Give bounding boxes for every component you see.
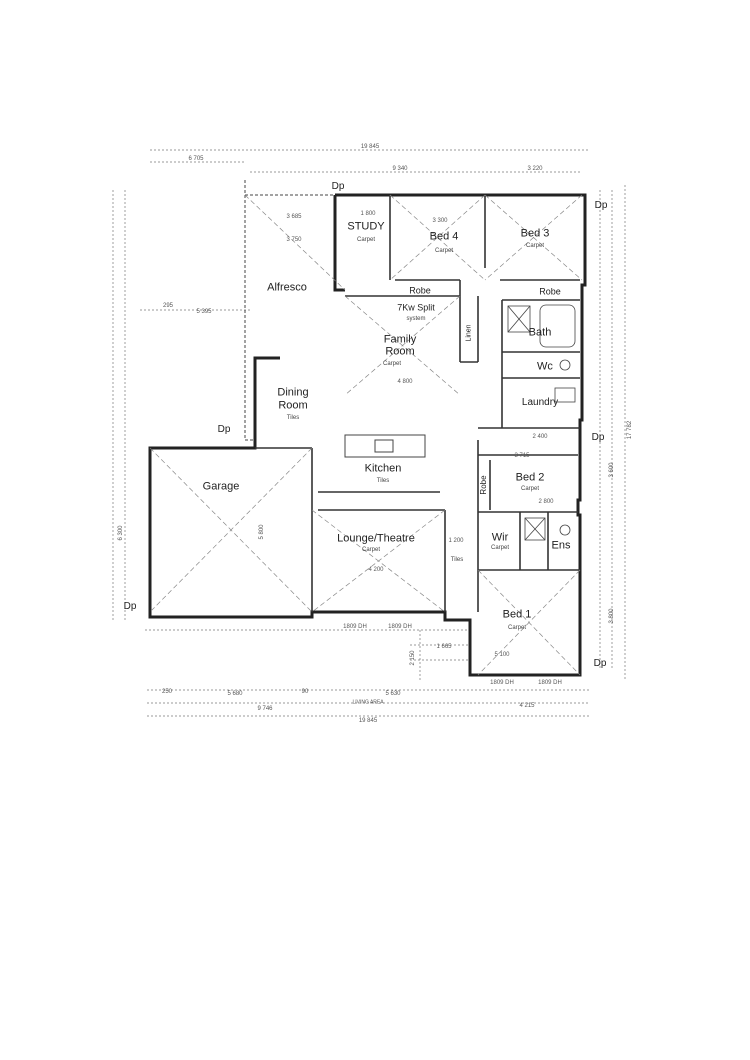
room-label-bed1: Bed 1 xyxy=(502,608,532,621)
dim-wir-width: 1 200 xyxy=(448,538,464,544)
dim-left-295: 295 xyxy=(162,303,174,309)
room-label-wc: Wc xyxy=(537,360,553,373)
dim-2150: 2 150 xyxy=(410,650,416,666)
dim-top-mid: 9 340 xyxy=(392,166,408,172)
dim-top-right: 3 220 xyxy=(527,166,543,172)
room-finish-bed1: Carpet xyxy=(507,625,527,631)
dim-bed1-width: 5 100 xyxy=(494,652,510,658)
room-finish-bed4: Carpet xyxy=(434,248,454,254)
room-label-wir: Wir xyxy=(491,531,509,544)
dim-bed2-width: 3 715 xyxy=(514,453,530,459)
alfresco-outline xyxy=(244,180,335,441)
room-label-study: STUDY xyxy=(347,220,385,233)
dim-alfresco-width-2: 3 750 xyxy=(286,237,302,243)
outer-walls xyxy=(148,193,587,677)
dim-alfresco-width: 3 685 xyxy=(286,214,302,220)
label-split-system: 7Kw Split xyxy=(397,302,435,313)
dim-bottom-4215: 4 215 xyxy=(519,703,535,709)
dim-bottom-5680: 5 680 xyxy=(227,691,243,697)
room-label-laundry: Laundry xyxy=(521,397,559,408)
dim-top-left: 6 705 xyxy=(188,156,204,162)
room-label-robe-bed2: Robe xyxy=(479,475,488,495)
dim-overall-top: 19 845 xyxy=(360,144,380,150)
dim-window-1: 1809 DH xyxy=(343,624,367,630)
dim-garage-depth: 5 800 xyxy=(259,524,265,540)
dim-window-2: 1809 DH xyxy=(388,624,412,630)
wet-area-fixtures xyxy=(507,304,576,541)
dp-marker-right-top: Dp xyxy=(594,200,608,211)
dim-laundry-width: 2 400 xyxy=(532,434,548,440)
dim-bed4-width: 3 300 xyxy=(432,218,448,224)
dp-marker-left-bottom: Dp xyxy=(123,601,137,612)
label-split-system-sub: system xyxy=(406,316,426,322)
room-label-bath: Bath xyxy=(528,326,552,339)
room-label-kitchen: Kitchen xyxy=(364,462,402,475)
dim-bottom-9746: 9 746 xyxy=(257,706,273,712)
room-label-robe-bed4: Robe xyxy=(409,285,431,296)
room-label-dining-line1: Dining xyxy=(277,386,309,399)
room-finish-kitchen: Tiles xyxy=(376,478,390,484)
dp-marker-left-mid: Dp xyxy=(217,424,231,435)
room-finish-study: Carpet xyxy=(356,237,376,243)
room-label-family-line1: Family xyxy=(383,333,417,346)
dim-family-width: 4 800 xyxy=(397,379,413,385)
room-label-robe-bed3: Robe xyxy=(539,286,561,297)
dim-right-overall: 17 782 xyxy=(627,420,633,440)
room-finish-dining: Tiles xyxy=(286,415,300,421)
dimension-lines xyxy=(112,149,626,717)
dim-bottom-5630: 5 630 xyxy=(385,691,401,697)
dim-garage-width: 6 300 xyxy=(118,525,124,541)
room-label-bed3: Bed 3 xyxy=(520,227,550,240)
dim-study-width: 1 800 xyxy=(360,211,376,217)
dp-marker-top: Dp xyxy=(331,181,345,192)
room-finish-wir: Carpet xyxy=(490,545,510,551)
room-label-bed2: Bed 2 xyxy=(515,471,545,484)
dim-right-3800: 3 800 xyxy=(609,608,615,624)
dim-bed2-depth: 2 800 xyxy=(538,499,554,505)
dim-window-4: 1809 DH xyxy=(538,680,562,686)
room-label-family-line2: Room xyxy=(385,345,415,358)
dim-left-5395: 5 395 xyxy=(196,309,212,315)
room-finish-lounge: Carpet xyxy=(361,547,381,553)
room-diagonals xyxy=(149,194,583,676)
room-label-dining-line2: Room xyxy=(278,399,308,412)
room-label-linen: Linen xyxy=(465,324,473,342)
room-label-bed4: Bed 4 xyxy=(429,230,459,243)
room-label-ens: Ens xyxy=(551,539,571,552)
dim-1665: 1 665 xyxy=(436,644,452,650)
dim-bottom-90: 90 xyxy=(301,689,309,695)
room-finish-bed3: Carpet xyxy=(525,243,545,249)
interior-walls xyxy=(255,195,580,612)
room-label-lounge: Lounge/Theatre xyxy=(337,532,415,545)
dp-marker-right-mid: Dp xyxy=(591,432,605,443)
dim-window-3: 1809 DH xyxy=(490,680,514,686)
dim-kitchen-tiles-tag: Tiles xyxy=(450,557,464,563)
dim-living-area: LIVING AREA xyxy=(352,699,384,706)
room-label-alfresco: Alfresco xyxy=(267,281,307,294)
dim-bottom-250: 250 xyxy=(161,689,173,695)
room-label-garage: Garage xyxy=(202,480,240,493)
dp-marker-right-bottom: Dp xyxy=(593,658,607,669)
room-finish-family: Carpet xyxy=(382,361,402,367)
dim-bottom-overall: 19 845 xyxy=(358,718,378,724)
kitchen-island xyxy=(344,434,426,458)
room-finish-bed2: Carpet xyxy=(520,486,540,492)
dim-right-3600: 3 600 xyxy=(609,462,615,478)
dim-lounge-width: 4 200 xyxy=(368,567,384,573)
